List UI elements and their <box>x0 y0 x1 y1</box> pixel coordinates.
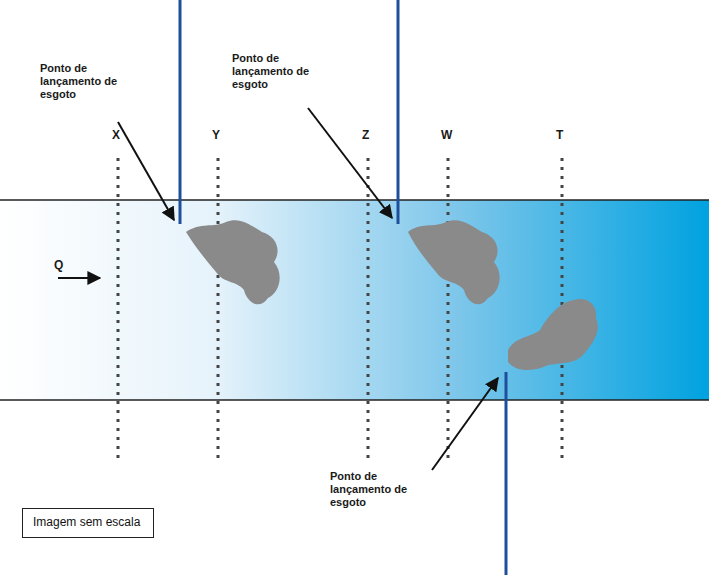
leader-arrow <box>118 108 498 470</box>
note-text: Imagem sem escala <box>33 515 143 529</box>
discharge-pipe <box>180 0 506 575</box>
section-letter: Z <box>362 128 376 142</box>
callout-label: Ponto de lançamento de esgoto <box>330 470 430 510</box>
note-box: Imagem sem escala <box>22 508 154 538</box>
river-water <box>0 200 709 400</box>
sewage-plume <box>186 220 598 370</box>
flow-label: Q <box>54 258 68 272</box>
section-letter: Y <box>212 128 226 142</box>
section-letter: W <box>441 128 457 142</box>
river-bank <box>0 399 709 401</box>
river-bank <box>0 199 709 201</box>
callout-label: Ponto de lançamento de esgoto <box>232 52 332 92</box>
section-lines <box>118 158 562 460</box>
callout-label: Ponto de lançamento de esgoto <box>40 62 140 102</box>
section-letter: T <box>556 128 570 142</box>
flow-arrow <box>58 277 100 279</box>
section-letter: X <box>112 128 126 142</box>
